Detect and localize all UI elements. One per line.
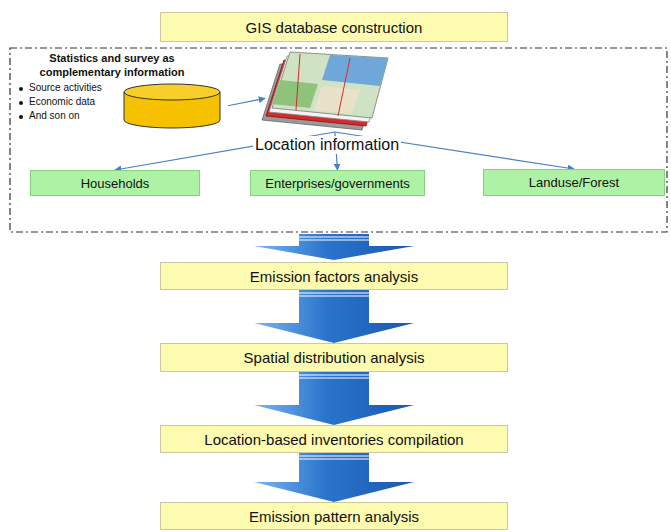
data-source: Statistics and survey as complementary i…: [12, 50, 228, 132]
box-label: GIS database construction: [246, 19, 423, 36]
box-label: Landuse/Forest: [529, 175, 619, 190]
map-layers: [262, 52, 388, 130]
map-caption: Location information: [253, 136, 401, 154]
database-cylinder: [124, 84, 220, 128]
block-arrow-group: [254, 372, 414, 425]
bullet-item: Economic data: [18, 96, 95, 107]
arrow-stripe: [299, 378, 369, 379]
group-frame: [10, 48, 667, 232]
stage-box: Emission pattern analysis: [160, 502, 508, 530]
block-arrow: [254, 372, 414, 425]
box-label: Enterprises/governments: [265, 176, 410, 191]
box-label: Location-based inventories compilation: [204, 431, 463, 448]
arrow-stripe: [299, 459, 369, 460]
block-arrow-group: [254, 453, 414, 502]
location-box: Enterprises/governments: [250, 170, 425, 196]
map-stack: Location information: [265, 48, 392, 132]
block-arrow-group: [254, 290, 414, 343]
stage-box: Location-based inventories compilation: [160, 425, 508, 453]
bullet-item: And son on: [18, 110, 80, 121]
source-heading: Statistics and survey as complementary i…: [22, 52, 202, 80]
box-label: Spatial distribution analysis: [244, 349, 425, 366]
box-label: Households: [81, 176, 150, 191]
location-box: Landuse/Forest: [483, 169, 665, 196]
arrow-stripe: [299, 293, 369, 294]
arrow-stripe: [299, 296, 369, 297]
arrow-stripe: [299, 456, 369, 457]
bullet-item: Source activities: [18, 82, 102, 93]
stage-box: Spatial distribution analysis: [160, 343, 508, 372]
box-label: Emission pattern analysis: [249, 508, 419, 525]
block-arrow: [254, 290, 414, 343]
block-arrow: [254, 234, 414, 260]
block-arrow: [254, 453, 414, 502]
box-label: Emission factors analysis: [250, 268, 418, 285]
stage-box: GIS database construction: [160, 12, 508, 42]
connector-arrow: [228, 98, 265, 105]
stage-box: Emission factors analysis: [160, 262, 508, 290]
arrow-stripe: [299, 375, 369, 376]
location-box: Households: [30, 170, 200, 196]
